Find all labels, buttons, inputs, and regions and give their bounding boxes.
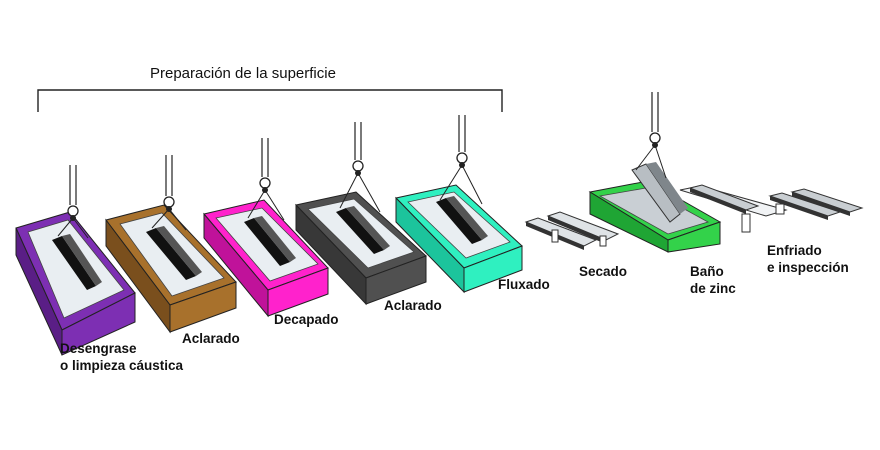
tank-desengrase	[15, 165, 136, 356]
cooling-inspection-table	[679, 184, 864, 233]
label-enfriado: Enfriado e inspección	[767, 242, 849, 276]
surface-preparation-bracket	[37, 89, 503, 112]
label-desengrase-line2: o limpieza cáustica	[60, 358, 184, 373]
tank-bano-zinc	[588, 92, 722, 253]
tank-aclarado-1	[105, 155, 237, 334]
label-aclarado-2: Aclarado	[384, 298, 442, 313]
label-enfriado-line2: e inspección	[767, 260, 849, 275]
tank-decapado	[203, 138, 329, 318]
tank-aclarado-2	[295, 122, 427, 306]
label-decapado: Decapado	[274, 312, 339, 327]
label-aclarado-1: Aclarado	[182, 331, 240, 346]
label-bano-zinc-line1: Baño	[690, 264, 724, 279]
tank-fluxado	[395, 115, 523, 294]
label-desengrase: Desengrase o limpieza cáustica	[60, 340, 183, 374]
label-secado: Secado	[579, 264, 628, 279]
drying-beams	[524, 211, 620, 250]
label-bano-zinc-line2: de zinc	[690, 281, 736, 296]
label-fluxado: Fluxado	[498, 277, 550, 292]
label-enfriado-line1: Enfriado	[767, 243, 822, 258]
surface-preparation-label: Preparación de la superficie	[150, 65, 336, 82]
label-bano-zinc: Baño de zinc	[690, 263, 736, 297]
label-desengrase-line1: Desengrase	[60, 341, 137, 356]
